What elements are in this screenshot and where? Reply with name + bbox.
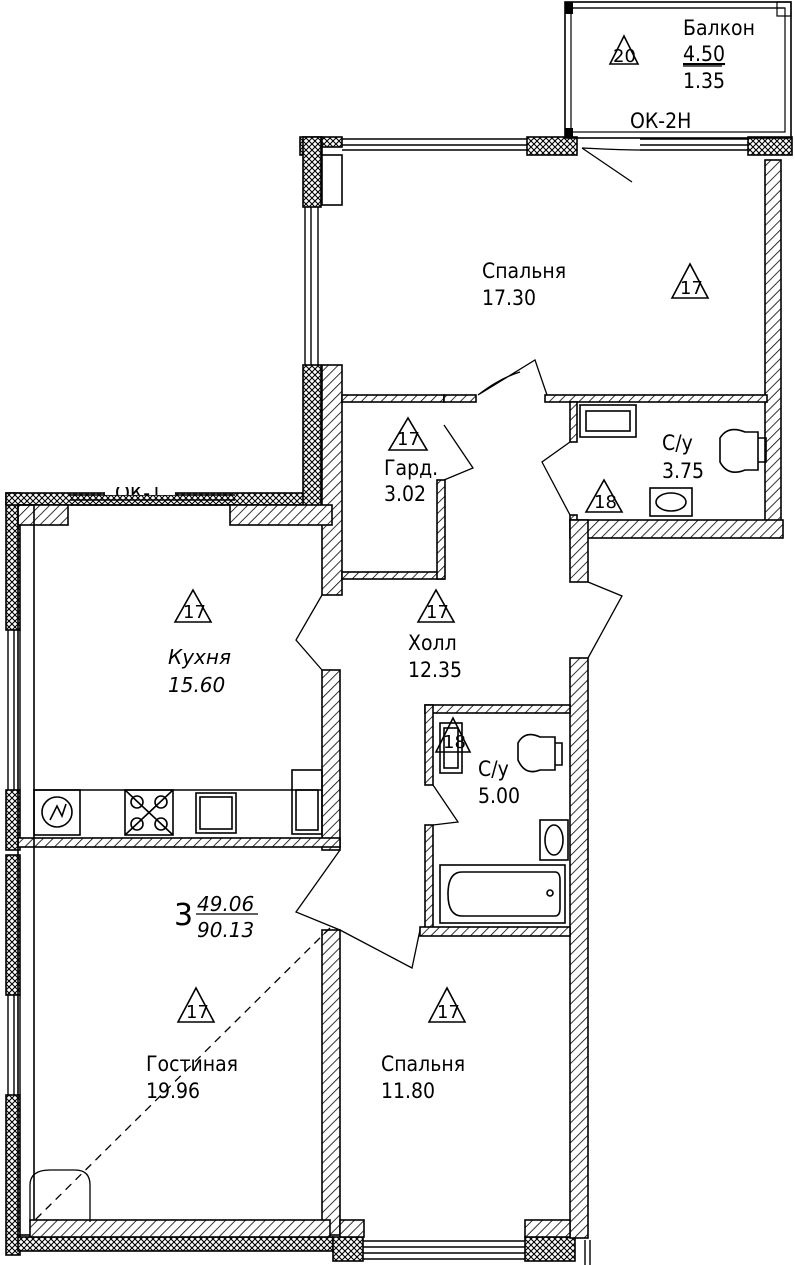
triangle-mark [608, 34, 640, 65]
triangle-mark [427, 986, 467, 1023]
wardrobe-area: 3.02 [384, 482, 426, 506]
balcony-mark: 20 [613, 46, 636, 67]
kitchen-window-label: ОК-1 [105, 481, 175, 505]
living-label: 17 Гостиная 19.96 [146, 986, 238, 1103]
balcony-area: 4.50 [683, 42, 725, 66]
hall-area: 12.35 [408, 658, 462, 682]
balcony-coef-area: 1.35 [683, 69, 725, 93]
bathroom1-mark: 18 [594, 492, 617, 513]
bedroom2-area: 11.80 [381, 1079, 435, 1103]
bathroom1-label: С/у 3.75 18 [584, 431, 704, 513]
bathroom2-name: С/у [478, 757, 509, 781]
hall-label: 17 Холл 12.35 [408, 588, 462, 682]
living-name: Гостиная [146, 1052, 238, 1076]
living-area: 19.96 [146, 1079, 200, 1103]
kitchen-name: Кухня [168, 645, 231, 669]
balcony-window-mark: ОК-2Н [630, 109, 691, 133]
wardrobe-name: Гард. [384, 456, 438, 480]
triangle-mark [584, 478, 624, 513]
living-area: 49.06 [197, 892, 254, 916]
triangle-mark [173, 588, 213, 623]
bathroom2-area: 5.00 [478, 784, 520, 808]
kitchen-area: 15.60 [168, 673, 225, 697]
fixtures [33, 404, 767, 924]
triangle-mark [670, 262, 710, 299]
balcony [564, 1, 792, 139]
wardrobe-mark: 17 [397, 429, 420, 450]
bedroom1-label: Спальня 17.30 17 [482, 259, 710, 310]
bathroom2-label: 18 С/у 5.00 [434, 716, 520, 808]
triangle-mark [416, 588, 456, 623]
bedroom1-name: Спальня [482, 259, 566, 283]
hall-mark: 17 [426, 602, 449, 623]
rooms-count: 3 [174, 898, 193, 933]
kitchen-mark: 17 [183, 602, 206, 623]
interior-walls [17, 154, 784, 1239]
kitchen-window-mark: ОК-1 [115, 481, 162, 505]
triangle-mark [434, 716, 472, 753]
triangle-mark [387, 416, 429, 451]
wardrobe-label: 17 Гард. 3.02 [384, 416, 438, 506]
bathroom1-name: С/у [662, 431, 693, 455]
balcony-name: Балкон [683, 16, 755, 40]
apartment-summary: 3 49.06 90.13 [174, 892, 258, 942]
balcony-label: 20 Балкон 4.50 1.35 ОК-2Н [608, 16, 755, 133]
bedroom1-mark: 17 [680, 278, 703, 299]
living-mark: 17 [186, 1002, 209, 1023]
bedroom2-label: 17 Спальня 11.80 [381, 986, 467, 1103]
hall-name: Холл [408, 631, 457, 655]
kitchen-label: 17 Кухня 15.60 [168, 588, 231, 697]
bathroom2-mark: 18 [443, 732, 466, 753]
bedroom2-name: Спальня [381, 1052, 465, 1076]
triangle-mark [176, 986, 216, 1023]
total-area: 90.13 [197, 918, 254, 942]
bedroom1-area: 17.30 [482, 286, 536, 310]
exterior-walls [5, 136, 793, 1262]
windows [7, 138, 748, 1265]
doors [29, 147, 641, 1222]
bedroom2-mark: 17 [437, 1002, 460, 1023]
bathroom1-area: 3.75 [662, 459, 704, 483]
